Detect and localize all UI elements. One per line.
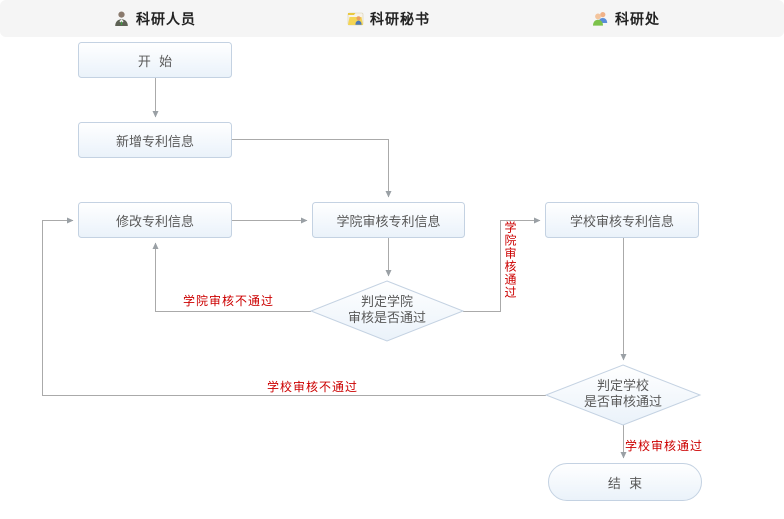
secretary-folder-icon xyxy=(347,12,364,26)
office-group-icon xyxy=(593,12,608,26)
edge-add-to-college-review xyxy=(232,139,392,198)
lane-secretary: 科研秘书 xyxy=(347,0,430,37)
edge-school-reject-to-modify xyxy=(42,217,546,396)
edge-college-pass-to-school-review xyxy=(463,217,541,312)
edge-college-reject-to-modify xyxy=(152,242,311,312)
node-start xyxy=(78,42,232,78)
node-add-patent xyxy=(78,122,232,158)
node-school-review xyxy=(545,202,699,238)
node-college-review xyxy=(312,202,465,238)
node-school-decision xyxy=(544,364,702,426)
lane-researcher: 科研人员 xyxy=(113,0,196,37)
edge-label-school-pass: 学校审核通过 xyxy=(625,439,704,453)
node-modify-patent xyxy=(78,202,232,238)
lane-secretary-label: 科研秘书 xyxy=(370,11,430,28)
edge-label-college-reject: 学院审核不通过 xyxy=(183,294,275,308)
edge-label-college-pass: 学院审核通过 xyxy=(503,221,517,299)
lane-office-label: 科研处 xyxy=(615,11,660,28)
node-end xyxy=(548,463,702,501)
lane-office: 科研处 xyxy=(592,0,660,37)
researcher-person-icon xyxy=(115,11,128,26)
node-college-decision xyxy=(309,280,465,342)
edge-label-school-reject: 学校审核不通过 xyxy=(267,380,359,394)
lane-header-bar: 科研人员 科研秘书 科研处 xyxy=(0,0,784,37)
lane-researcher-label: 科研人员 xyxy=(136,11,196,28)
